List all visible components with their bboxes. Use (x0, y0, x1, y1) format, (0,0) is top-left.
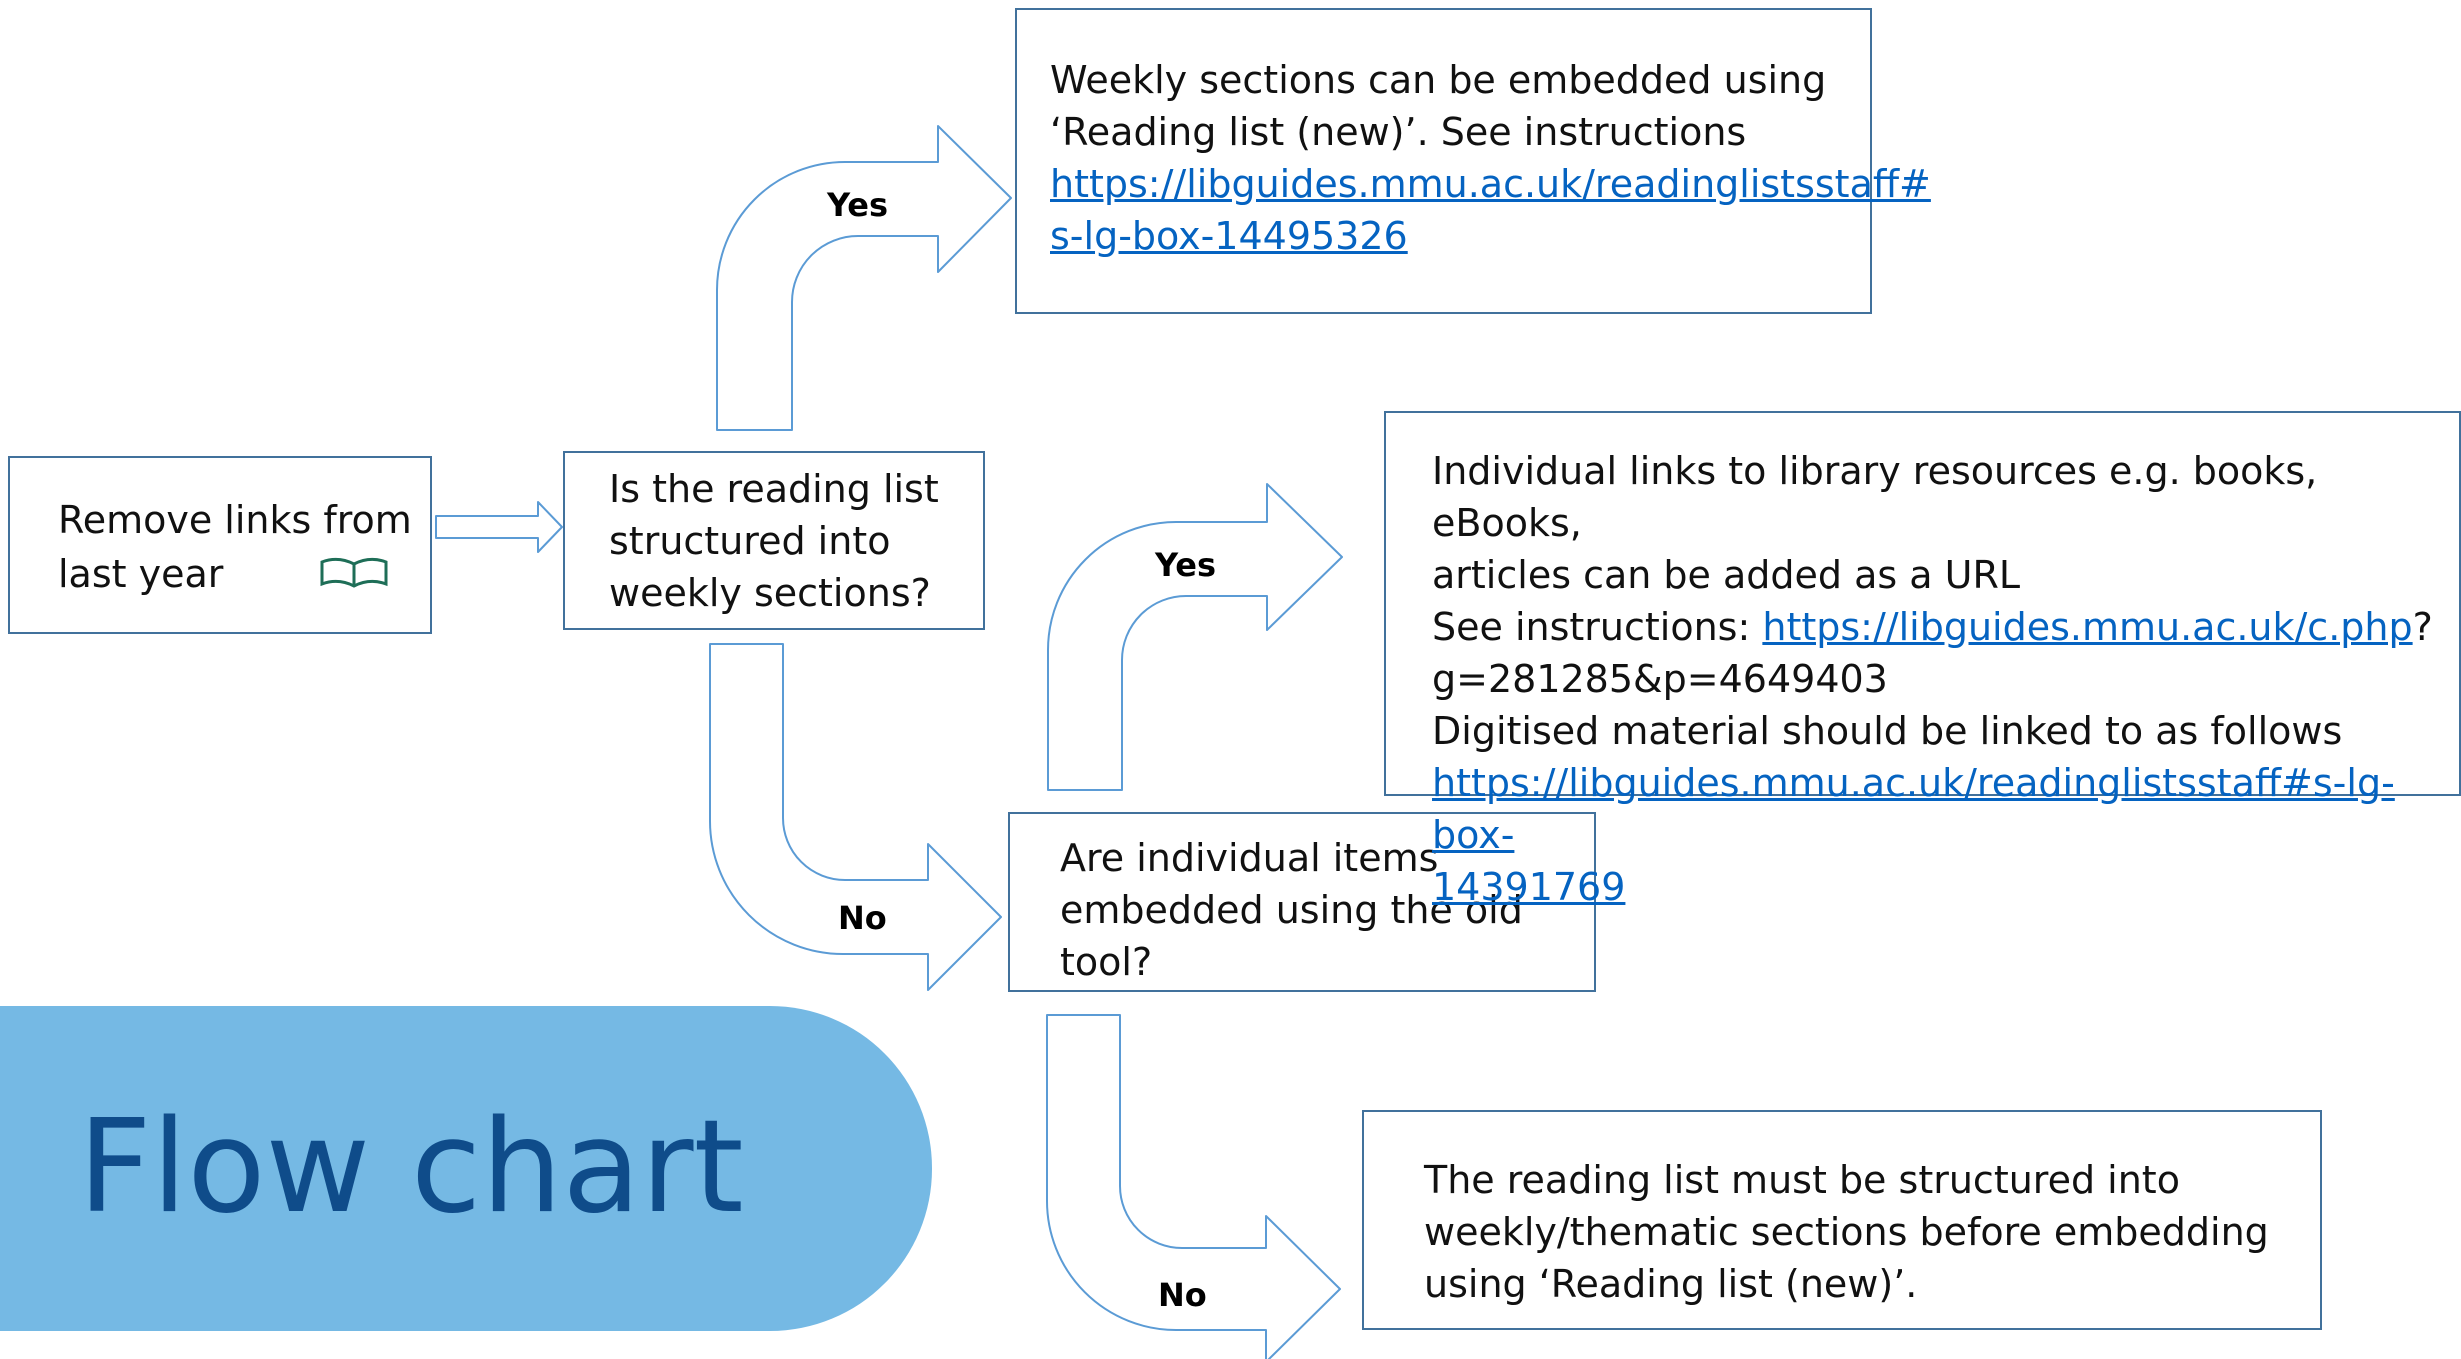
start-line-2: last year (58, 548, 430, 603)
arrow-start-to-question (435, 501, 563, 553)
individual-line-5: Digitised material should be linked to a… (1432, 709, 2343, 753)
arrow-no-structure (1046, 1014, 1341, 1359)
yes-label-1: Yes (827, 186, 888, 224)
start-line-1: Remove links from (58, 498, 412, 542)
individual-line-3: See instructions: https://libguides.mmu.… (1432, 601, 2459, 653)
structure-line-1: The reading list must be structured into (1424, 1158, 2180, 1202)
digitised-link-line-2[interactable]: 14391769 (1432, 861, 2459, 913)
weekly-line-1: Weekly sections can be embedded using (1050, 58, 1827, 102)
q2-line-2: embedded using the old (1060, 888, 1523, 932)
digitised-link-line-1[interactable]: https://libguides.mmu.ac.uk/readinglists… (1432, 757, 2459, 861)
yes-label-2: Yes (1155, 546, 1216, 584)
outcome-structure-first: The reading list must be structured into… (1362, 1110, 2322, 1330)
outcome-weekly-embed: Weekly sections can be embedded using ‘R… (1015, 8, 1931, 314)
q1-line-1: Is the reading list (609, 467, 939, 511)
digitised-material-link-cont[interactable]: 14391769 (1432, 865, 1626, 909)
weekly-link-line-1[interactable]: https://libguides.mmu.ac.uk/readinglists… (1050, 158, 1931, 210)
q2-line-3: tool? (1060, 940, 1153, 984)
weekly-link-line-2[interactable]: s-lg-box-14495326 (1050, 210, 1870, 262)
individual-line-2: articles can be added as a URL (1432, 553, 2021, 597)
page-title: Flow chart (78, 1093, 744, 1242)
individual-line-1: Individual links to library resources e.… (1432, 449, 2318, 545)
structure-line-3: using ‘Reading list (new)’. (1424, 1262, 1918, 1306)
structure-line-2: weekly/thematic sections before embeddin… (1424, 1210, 2269, 1254)
digitised-material-link[interactable]: https://libguides.mmu.ac.uk/readinglists… (1432, 761, 2395, 857)
arrow-yes-weekly (716, 125, 1012, 431)
question-old-tool: Are individual items embedded using the … (1008, 812, 1596, 992)
arrow-no-to-question2 (709, 643, 1002, 991)
individual-line-3-prefix: See instructions: (1432, 605, 1763, 649)
no-label-1: No (838, 899, 887, 937)
q1-line-3: weekly sections? (609, 571, 931, 615)
title-banner (0, 1006, 932, 1331)
arrow-yes-individual (1047, 483, 1343, 791)
outcome-individual-links: Individual links to library resources e.… (1384, 411, 2461, 909)
individual-line-3-suffix: ? (2412, 605, 2433, 649)
start-box: Remove links from last year (8, 456, 432, 634)
weekly-instructions-link[interactable]: https://libguides.mmu.ac.uk/readinglists… (1050, 162, 1931, 206)
question-weekly-sections: Is the reading list structured into week… (563, 451, 985, 630)
start-line-2-text: last year (58, 552, 224, 596)
individual-instructions-link[interactable]: https://libguides.mmu.ac.uk/c.php (1762, 605, 2413, 649)
q1-line-2: structured into (609, 519, 891, 563)
no-label-2: No (1158, 1276, 1207, 1314)
individual-line-4: g=281285&p=4649403 (1432, 657, 1888, 701)
weekly-line-2: ‘Reading list (new)’. See instructions (1050, 110, 1747, 154)
q2-line-1: Are individual items (1060, 836, 1439, 880)
weekly-instructions-link-cont[interactable]: s-lg-box-14495326 (1050, 214, 1408, 258)
open-book-icon (316, 551, 392, 603)
